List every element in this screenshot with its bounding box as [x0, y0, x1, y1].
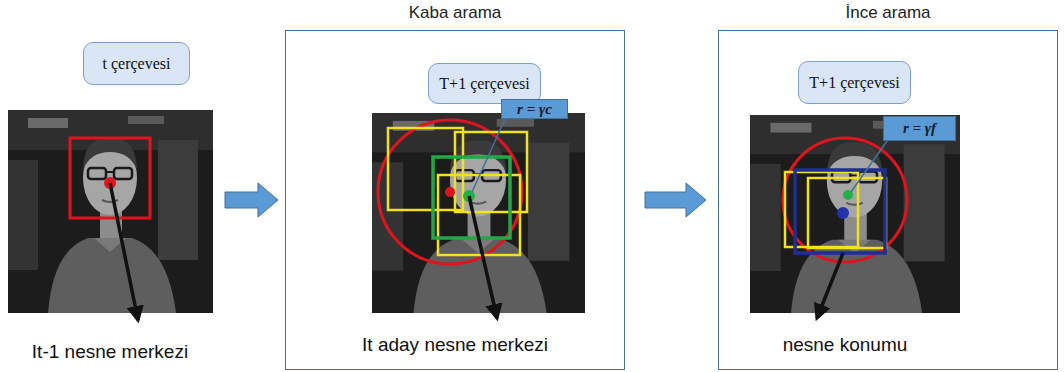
stage-panel: İnce aramaT+1 çerçevesir = γf [718, 30, 1058, 370]
caption-label: It aday nesne merkezi [362, 334, 548, 356]
frame-tag: t çerçevesi [83, 42, 190, 85]
box-label: r = γf [903, 120, 936, 137]
panel-heading: İnce arama [719, 3, 1057, 23]
panel-heading: Kaba arama [286, 3, 624, 23]
block-arrow [645, 183, 706, 217]
caption-label: nesne konumu [783, 334, 908, 356]
box-label: r = γc [517, 101, 552, 118]
box-label: t çerçevesi [103, 55, 171, 73]
frame-tag: T+1 çerçevesi [798, 61, 911, 104]
frame-tag: T+1 çerçevesi [428, 63, 541, 104]
box-label: T+1 çerçevesi [809, 74, 899, 92]
caption-label: It-1 nesne merkezi [32, 341, 188, 363]
radius-tag: r = γc [501, 99, 568, 119]
box-label: T+1 çerçevesi [439, 75, 529, 93]
stage-panel: Kaba aramaT+1 çerçevesir = γc [285, 30, 625, 370]
radius-tag: r = γf [883, 116, 956, 141]
